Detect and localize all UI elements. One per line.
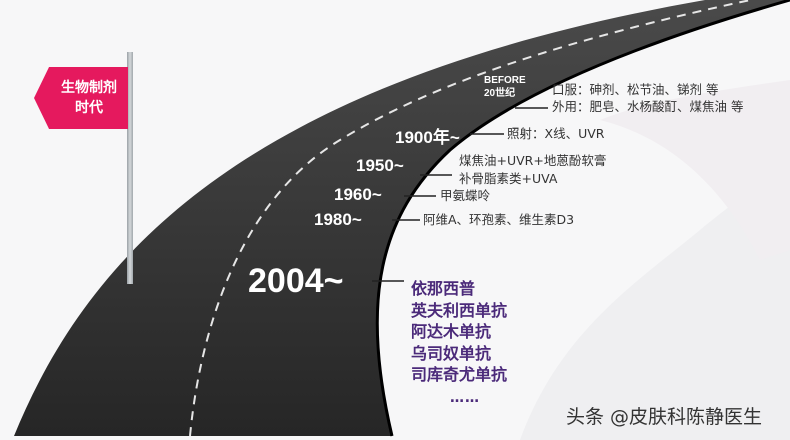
center-dashed-line [189,0,756,437]
milestone-desc-1900: 照射：X线、UVR [507,126,605,141]
milestone-year-1980: 1980~ [314,210,362,229]
road-edge [375,0,790,437]
milestone-desc-before-20c: 口服：砷剂、松节油、锑剂 等 外用：肥皂、水杨酸酊、煤焦油 等 [552,82,744,114]
biologics-list: 依那西普 英夫利西单抗 阿达木单抗 乌司奴单抗 司库奇尤单抗 [411,278,507,386]
biologic-item: 阿达木单抗 [411,322,492,341]
milestone-desc-1980: 阿维A、环孢素、维生素D3 [423,212,575,227]
milestone-year-1950: 1950~ [356,156,404,175]
biologic-item: 乌司奴单抗 [411,343,492,363]
sign-pole [127,52,133,284]
biologics-era-sign [34,67,128,129]
biologic-item: 依那西普 [411,279,476,298]
biologic-item: 司库奇尤单抗 [411,365,508,384]
milestone-year-1900: 1900年~ [395,128,460,147]
ellipsis: …… [450,390,480,406]
watermark: 头条 @皮肤科陈静医生 [566,406,763,428]
milestone-year-2004: 2004~ [248,262,344,300]
milestone-year-before-20c: BEFORE 20世纪 [484,75,526,99]
biologic-item: 英夫利西单抗 [411,300,508,320]
milestone-desc-1950: 煤焦油+UVR+地蒽酚软膏 补骨脂素类+UVA [459,153,607,186]
milestone-year-1960: 1960~ [334,185,382,204]
road-surface [14,0,790,436]
milestone-desc-1960: 甲氨蝶呤 [440,188,491,203]
sign-label: 生物制剂 时代 [61,80,117,116]
